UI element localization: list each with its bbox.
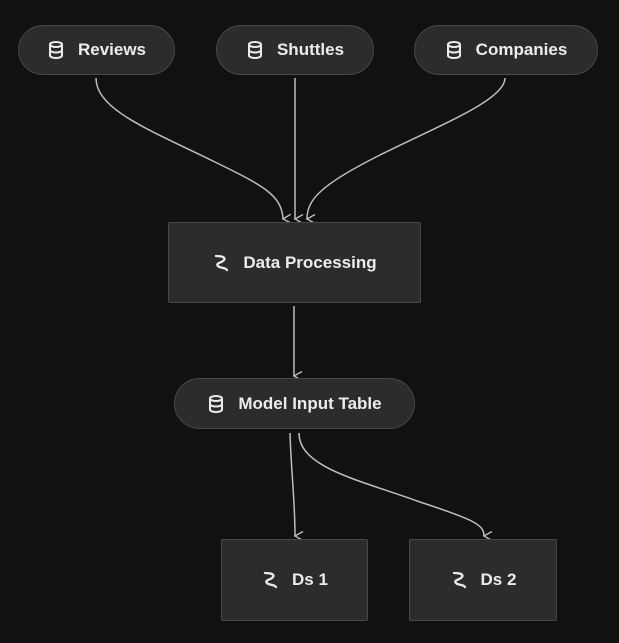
node-shuttles[interactable]: Shuttles bbox=[216, 25, 374, 75]
node-icon bbox=[261, 570, 279, 590]
node-reviews[interactable]: Reviews bbox=[18, 25, 175, 75]
node-icon bbox=[212, 253, 230, 273]
node-ds-1[interactable]: Ds 1 bbox=[221, 539, 368, 621]
node-data-processing[interactable]: Data Processing bbox=[168, 222, 421, 303]
database-icon bbox=[445, 40, 463, 60]
node-label: Reviews bbox=[77, 40, 147, 59]
database-icon bbox=[47, 40, 65, 60]
database-icon bbox=[207, 394, 225, 414]
edge-companies-to-data-processing bbox=[307, 77, 506, 219]
node-companies[interactable]: Companies bbox=[414, 25, 598, 75]
edge-reviews-to-data-processing bbox=[95, 77, 283, 219]
edge-model-input-table-to-ds-2 bbox=[298, 432, 484, 536]
node-ds-2[interactable]: Ds 2 bbox=[409, 539, 557, 621]
node-label: Ds 1 bbox=[292, 570, 328, 589]
node-label: Ds 2 bbox=[480, 570, 517, 589]
database-icon bbox=[246, 40, 264, 60]
node-label: Data Processing bbox=[243, 252, 377, 272]
node-label: Shuttles bbox=[276, 40, 345, 59]
edge-model-input-table-to-ds-1 bbox=[289, 432, 295, 536]
node-model-input-table[interactable]: Model Input Table bbox=[174, 378, 415, 429]
node-icon bbox=[450, 570, 468, 590]
node-label: Model Input Table bbox=[238, 393, 382, 413]
node-label: Companies bbox=[475, 40, 568, 59]
